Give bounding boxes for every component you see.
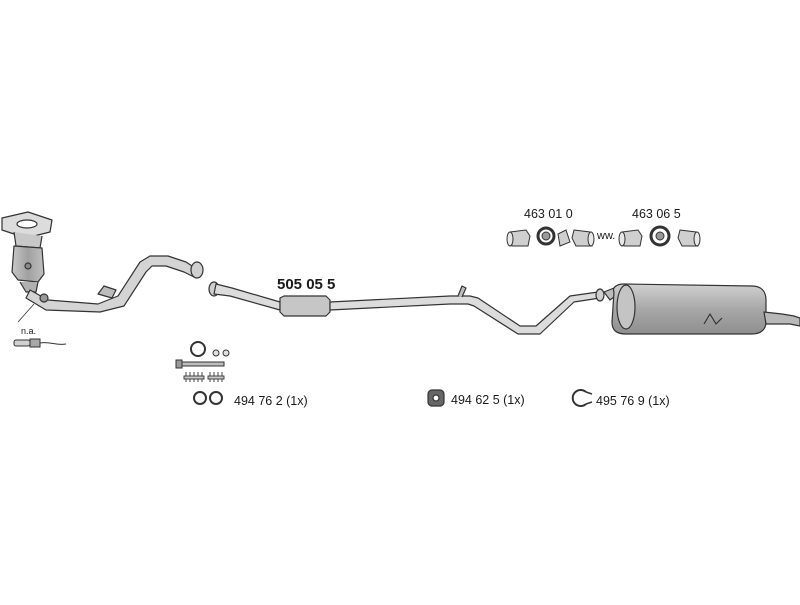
clamp-left-ring [536,226,556,246]
rear-muffler-tailpipe [763,311,800,327]
kit-gasket-ring [190,341,206,357]
lambda-sensor [13,303,67,348]
main-pipe-hanger [457,285,467,298]
main-pipe [208,281,605,335]
main-pipe-outlet-ring [595,288,605,302]
catalytic-converter-assembly [1,211,53,293]
kit-washer-2 [209,391,223,405]
rubber-mount-icon [427,389,445,407]
lambda-sensor-not-available-label: n.a. [21,326,37,336]
main-pipe-inlet-section [213,283,281,311]
clamp-set-463-01-0 [506,226,595,247]
kit-bolt-1 [179,361,225,367]
rear-muffler [603,283,800,335]
catalytic-converter-outlet [19,281,39,293]
kit-washer-1 [193,391,207,405]
resonator-body [279,295,331,317]
gasket-bolt-kit [175,341,230,405]
clamp-left-part-number: 463 01 0 [524,207,573,221]
clamp-right-part-number: 463 06 5 [632,207,681,221]
kit-spring [183,372,225,382]
gasket-kit-part-number: 494 76 2 (1x) [234,394,308,408]
clamp-set-463-06-5 [618,225,701,247]
front-pipe-end-ring [190,261,204,279]
rear-muffler-hanger [703,313,723,325]
front-pipe-bracket [97,285,117,299]
front-pipe [25,255,204,313]
connector-abbrev-label: ww. [597,230,616,242]
front-pipe-sensor-boss [39,293,49,303]
clamp-right-ring [649,225,671,247]
main-pipe-part-number: 505 05 5 [277,276,336,293]
converter-bolt [24,262,32,270]
rear-muffler-endcap [616,284,636,330]
clamp-left-end-sleeve [571,229,593,247]
clamp-ring-icon [571,389,593,407]
clamp-ring-part-number: 495 76 9 (1x) [596,394,670,408]
clamp-right-end-sleeve [677,229,699,247]
manifold-port [16,219,38,229]
rubber-mount-part-number: 494 62 5 (1x) [451,393,525,407]
main-pipe-straight-section [329,291,601,335]
